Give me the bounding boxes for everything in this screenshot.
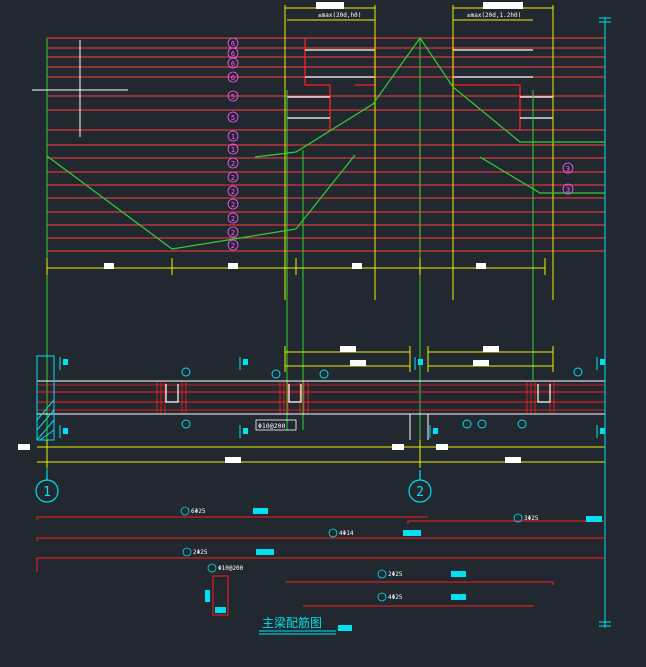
- dim-tag: [483, 2, 523, 9]
- axis-bubbles: [35, 470, 432, 503]
- anchor-note-right: ≥max(20d,1.2h0): [467, 12, 521, 19]
- stirrup-callout-box: [255, 419, 297, 431]
- bar-mark-text: 2: [231, 188, 235, 196]
- dim-tag: [352, 263, 362, 269]
- schedule-mark: [377, 592, 387, 602]
- stirrup-callout: Φ10@200: [258, 422, 285, 430]
- schedule-mark: [180, 506, 190, 516]
- dim-tag: [392, 444, 404, 450]
- bar-mark-text: 3: [566, 186, 570, 194]
- overall-dimension: [37, 440, 606, 468]
- bar-mark-text: 6: [231, 74, 235, 82]
- schedule-mark: [377, 569, 387, 579]
- cut-tag: [243, 428, 248, 434]
- beam-elevation: [37, 380, 605, 415]
- bar-mark-text: 6: [231, 40, 235, 48]
- dim-tag: [340, 346, 356, 352]
- bar-mark-text: 5: [231, 93, 235, 101]
- dim-tag: [473, 360, 489, 366]
- schedule-mark: [182, 547, 192, 557]
- stirrups: [156, 382, 555, 413]
- dim-tag: [18, 444, 30, 450]
- schedule-length: [256, 549, 274, 555]
- hooks: [165, 384, 551, 403]
- bar-schedule-lines: [36, 516, 605, 616]
- cutoff-steps: [304, 38, 521, 250]
- bent-bar-peak: [254, 36, 605, 158]
- dim-tag: [228, 263, 238, 269]
- top-dimension-brackets: [284, 5, 554, 300]
- dim-tag: [505, 457, 521, 463]
- bent-bar-left: [46, 154, 356, 250]
- dim-tag: [104, 263, 114, 269]
- schedule-spec: 3Φ25: [524, 515, 539, 522]
- schedule-length: [586, 516, 602, 522]
- title-scale-tag: [338, 625, 352, 631]
- bar-mark-text: 6: [231, 60, 235, 68]
- bar-mark-text: 1: [231, 133, 235, 141]
- schedule-spec: 4Φ25: [388, 594, 403, 601]
- axis-label-1: 1: [43, 485, 51, 500]
- dim-tag: [483, 346, 499, 352]
- cut-tag: [600, 428, 605, 434]
- schedule-spec: 4Φ14: [339, 530, 354, 537]
- schedule-length: [451, 594, 466, 600]
- drawing-title: 主梁配筋图: [262, 615, 322, 630]
- dim-tag: [350, 360, 366, 366]
- schedule-length: [451, 571, 466, 577]
- schedule-length: [205, 590, 210, 602]
- cut-tag: [63, 428, 68, 434]
- column-left: [36, 355, 55, 441]
- cut-tag: [243, 359, 248, 365]
- bar-mark-text: 1: [231, 146, 235, 154]
- schedule-length: [253, 508, 268, 514]
- bar-mark-text: 2: [231, 242, 235, 250]
- axis-label-2: 2: [416, 485, 424, 500]
- bar-mark-text: 3: [566, 165, 570, 173]
- bar-mark-text: 2: [231, 160, 235, 168]
- dim-tag: [436, 444, 448, 450]
- schedule-length: [403, 530, 421, 536]
- bent-bar-right: [479, 156, 605, 194]
- bar-mark-text: 2: [231, 215, 235, 223]
- anchor-note-left: ≥max(20d,h0): [318, 12, 361, 19]
- bar-mark-text: 2: [231, 201, 235, 209]
- schedule-spec: 2Φ25: [388, 571, 403, 578]
- section-markers: [59, 357, 598, 438]
- bar-mark-text: 5: [231, 114, 235, 122]
- dim-tag: [225, 457, 241, 463]
- top-bar-lines: [47, 37, 605, 252]
- cut-tag: [433, 428, 438, 434]
- column-right: [409, 414, 429, 440]
- schedule-spec: 2Φ25: [193, 549, 208, 556]
- schedule-mark: [207, 563, 217, 573]
- dim-tag: [316, 2, 344, 9]
- bar-mark-text: 6: [231, 50, 235, 58]
- span-dimension: [46, 258, 546, 275]
- schedule-spec: Φ10@200: [218, 565, 244, 572]
- cut-tag: [600, 359, 605, 365]
- schedule-mark: [513, 513, 523, 523]
- support-lines: [46, 38, 534, 470]
- dim-tag: [476, 263, 486, 269]
- cut-tag: [63, 359, 68, 365]
- bar-mark-text: 2: [231, 174, 235, 182]
- schedule-mark: [328, 528, 338, 538]
- cut-tag: [418, 359, 423, 365]
- schedule-length: [215, 607, 226, 613]
- schedule-spec: 6Φ25: [191, 508, 206, 515]
- section-dims: [287, 49, 553, 119]
- bar-marks: [227, 37, 574, 251]
- bar-mark-text: 2: [231, 229, 235, 237]
- crosshair-cursor: [32, 40, 128, 137]
